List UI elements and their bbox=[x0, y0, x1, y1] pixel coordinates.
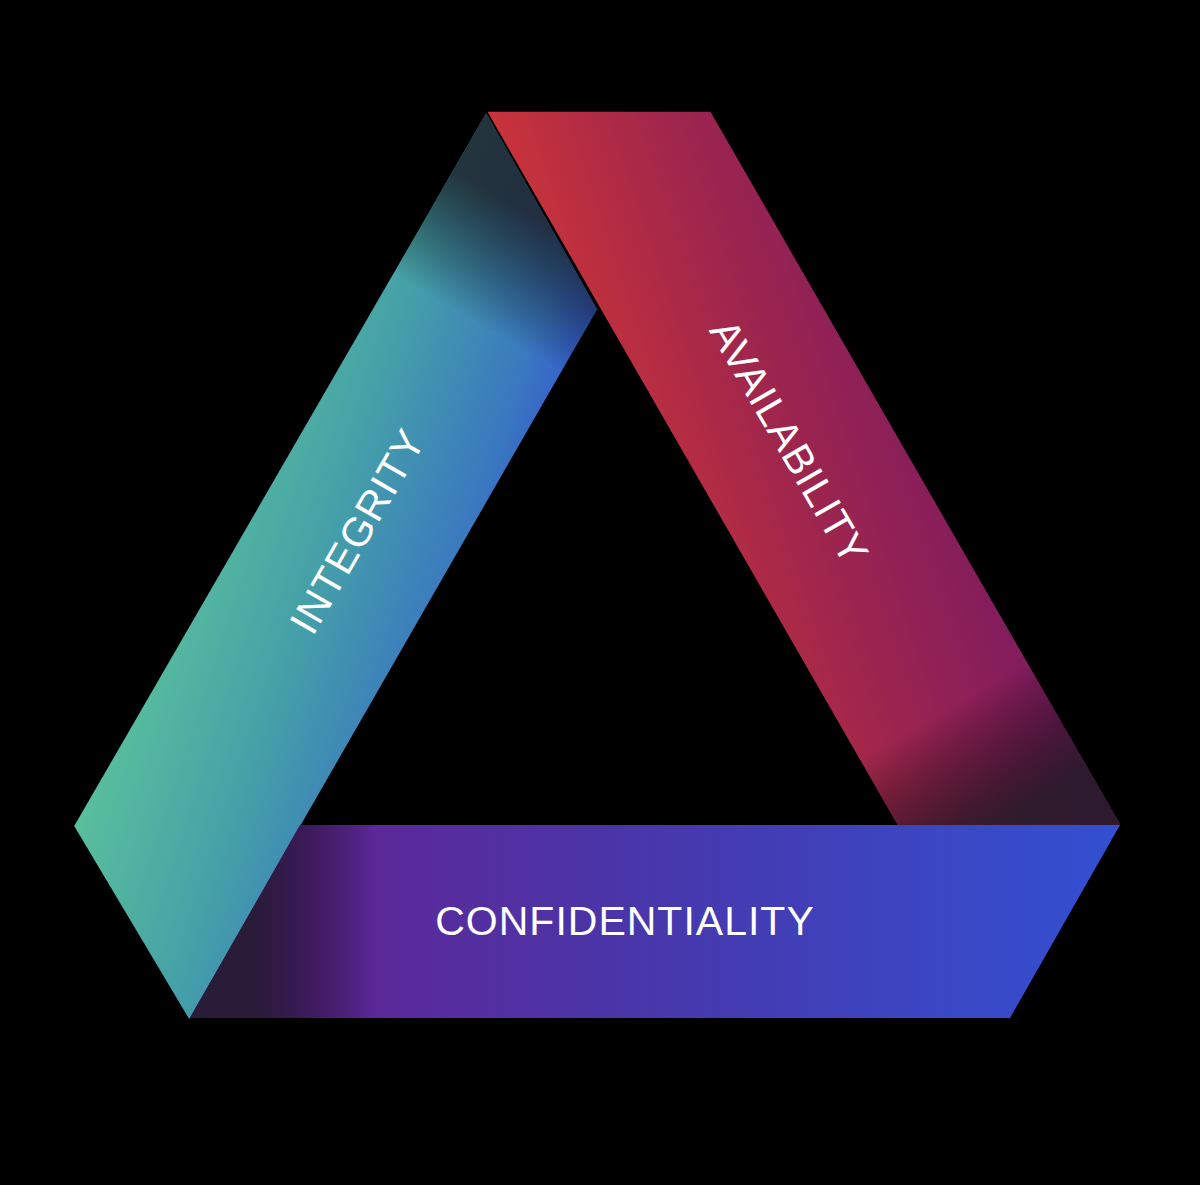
band-label-area: CONFIDENTIALITY bbox=[190, 825, 1120, 1018]
band-shade bbox=[486, 15, 1121, 921]
band-label: AVAILABILITY bbox=[702, 313, 875, 572]
band-shade bbox=[190, 825, 1120, 1018]
band-label: CONFIDENTIALITY bbox=[435, 901, 814, 942]
band-label: INTEGRITY bbox=[283, 422, 432, 640]
availability-band: AVAILABILITY bbox=[486, 15, 1121, 921]
band-fill bbox=[190, 825, 1120, 1018]
band-label-area: AVAILABILITY bbox=[486, 15, 1121, 921]
confidentiality-band: CONFIDENTIALITY bbox=[190, 825, 1120, 1018]
band-fill bbox=[486, 15, 1121, 921]
